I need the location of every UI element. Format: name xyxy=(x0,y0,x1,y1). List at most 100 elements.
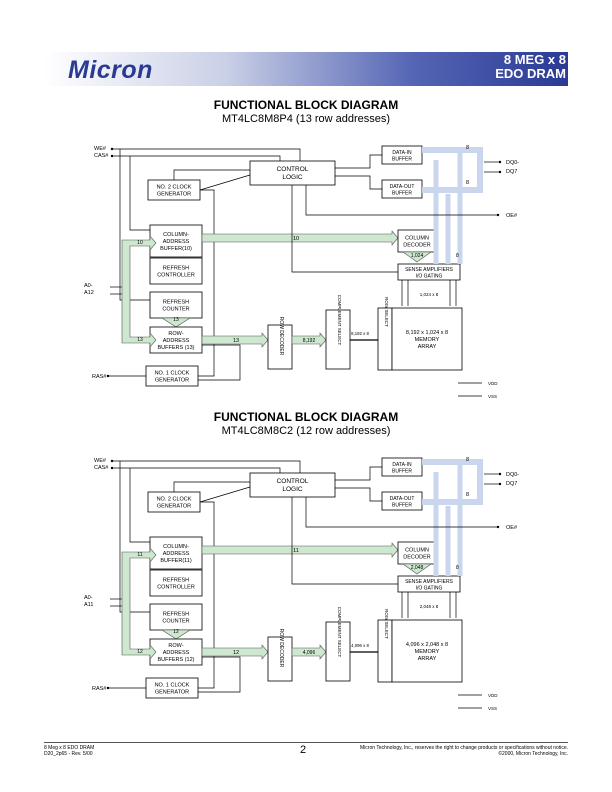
column-address-buffer-label: COLUMN- xyxy=(163,232,189,238)
col-sel-width: 4,096 x 8 xyxy=(351,643,369,648)
cas-to-col xyxy=(129,468,152,543)
ras-label: RAS# xyxy=(92,686,107,692)
data-in-buffer-label: BUFFER xyxy=(392,156,412,162)
ras-label: RAS# xyxy=(92,374,107,380)
column-address-buffer-label: BUFFER(10) xyxy=(160,246,192,252)
cas-to-col xyxy=(129,156,152,231)
no2-clock-generator-label: NO. 2 CLOCK xyxy=(157,185,192,191)
we-line xyxy=(112,460,301,473)
footer-doc-rev: D20_2p65 - Rev. 5/00 xyxy=(44,751,93,757)
row-clk-loop xyxy=(198,344,241,381)
control-logic-label: LOGIC xyxy=(282,174,303,181)
col-addr-bus xyxy=(201,230,399,246)
dq-bus xyxy=(422,459,483,505)
complement-label: COMPLEMENT SELECT xyxy=(337,295,342,346)
oe-line xyxy=(305,497,498,528)
io-bus xyxy=(433,150,463,264)
no2-clock-generator-label: GENERATOR xyxy=(157,504,191,510)
control-logic xyxy=(249,160,336,186)
diagram-1-title: FUNCTIONAL BLOCK DIAGRAM xyxy=(213,98,399,112)
cas-pin xyxy=(110,466,114,470)
memory-array xyxy=(391,619,463,683)
header-band xyxy=(44,52,568,86)
refresh-controller xyxy=(149,569,203,597)
clk2-ctl xyxy=(173,481,250,492)
row-address-buffers-label: BUFFERS (13) xyxy=(158,345,195,351)
column-decoder-label: DECODER xyxy=(403,555,431,561)
col-dec-arrow xyxy=(402,563,432,575)
column-decoder-label: COLUMN xyxy=(405,236,429,242)
addr-col-bits: 11 xyxy=(137,552,142,558)
ctl-to-dataout xyxy=(335,175,382,190)
control-logic-label: CONTROL xyxy=(277,478,309,485)
refresh-controller-label: REFRESH xyxy=(163,578,189,584)
col-bus-bits: 11 xyxy=(293,548,299,554)
no2-clock-generator-label: GENERATOR xyxy=(157,192,191,198)
refresh-controller-label: CONTROLLER xyxy=(157,273,195,279)
we-line xyxy=(112,148,301,161)
data-in-buffer-label: DATA-IN xyxy=(392,462,412,468)
col-dec-out: 2,048 xyxy=(411,565,424,571)
diagram-2-title: FUNCTIONAL BLOCK DIAGRAM xyxy=(213,410,399,424)
row-address-buffers-label: ROW- xyxy=(168,331,183,337)
ras-pin xyxy=(106,374,110,378)
column-decoder-label: DECODER xyxy=(403,243,431,249)
data-out-buffer-label: DATA-OUT xyxy=(390,496,415,502)
memory-array-label: ARRAY xyxy=(418,344,437,350)
we-branch xyxy=(119,461,152,613)
cas-label: CAS# xyxy=(94,465,109,471)
row-select-label: ROW SELECT xyxy=(384,609,389,639)
complement-label: COMPLEMENT SELECT xyxy=(337,607,342,658)
bus-width-3: 8 xyxy=(456,565,459,571)
oe-label: OE# xyxy=(506,213,518,219)
counter-arrow xyxy=(160,317,192,328)
data-in-buffer-label: BUFFER xyxy=(392,468,412,474)
control-logic-label: LOGIC xyxy=(282,486,303,493)
memory-array-label: MEMORY xyxy=(415,337,440,343)
micron-logo: Micron xyxy=(68,56,153,84)
cas-label: CAS# xyxy=(94,153,109,159)
col-dec-out: 1,024 xyxy=(411,253,424,259)
complement-select xyxy=(325,621,351,682)
data-in-buffer-label: DATA-IN xyxy=(392,150,412,156)
vdd-label: VDD xyxy=(488,381,498,386)
refresh-counter-label: COUNTER xyxy=(162,307,189,313)
data-out-buffer-label: BUFFER xyxy=(392,190,412,196)
io-bus xyxy=(433,462,463,576)
oe-line xyxy=(305,185,498,216)
sense-amplifiers-label: SENSE AMPLIFIERS xyxy=(405,579,453,585)
no1-clock-generator-label: GENERATOR xyxy=(155,690,189,696)
footer-doc-title: 8 Meg x 8 EDO DRAM xyxy=(44,745,95,751)
row-dec-bus xyxy=(291,332,327,348)
row-dec-out: 8,192 xyxy=(303,338,316,344)
col-sel-width: 8,192 x 8 xyxy=(351,331,369,336)
product-subtitle: EDO DRAM xyxy=(495,66,566,81)
row-bus-bits: 12 xyxy=(233,650,239,656)
sense-amplifiers-label: I/O GATING xyxy=(416,585,443,591)
footer-copyright: ©2000, Micron Technology, Inc. xyxy=(498,751,568,757)
dq7-label: DQ7 xyxy=(506,481,517,487)
cas-line xyxy=(112,155,281,161)
no1-clock-generator-label: NO. 1 CLOCK xyxy=(155,371,190,377)
addr2-label: A11 xyxy=(84,602,93,608)
sense-width: 2,048 x 8 xyxy=(420,604,439,609)
we-branch xyxy=(119,149,152,301)
footer-rule xyxy=(44,742,568,743)
counter-bits: 13 xyxy=(173,317,179,323)
cas-line xyxy=(112,467,281,473)
addr-label: A0- xyxy=(84,595,93,601)
diagram-1-subtitle: MT4LC8M8P4 (13 row addresses) xyxy=(221,113,391,125)
row-dec-out: 4,096 xyxy=(303,650,316,656)
ctl-to-dataout xyxy=(335,487,382,502)
dq0-label: DQ0- xyxy=(506,160,519,166)
row-dec-bus xyxy=(291,644,327,660)
oe-pin xyxy=(496,525,500,529)
control-logic xyxy=(249,472,336,498)
memory-array xyxy=(391,307,463,371)
we-pin xyxy=(110,147,114,151)
no1-clock-generator-label: GENERATOR xyxy=(155,378,189,384)
ctl-to-sense xyxy=(291,497,398,585)
addr-col-bits: 10 xyxy=(137,240,143,246)
row-address-buffers-label: BUFFERS (12) xyxy=(158,657,195,663)
